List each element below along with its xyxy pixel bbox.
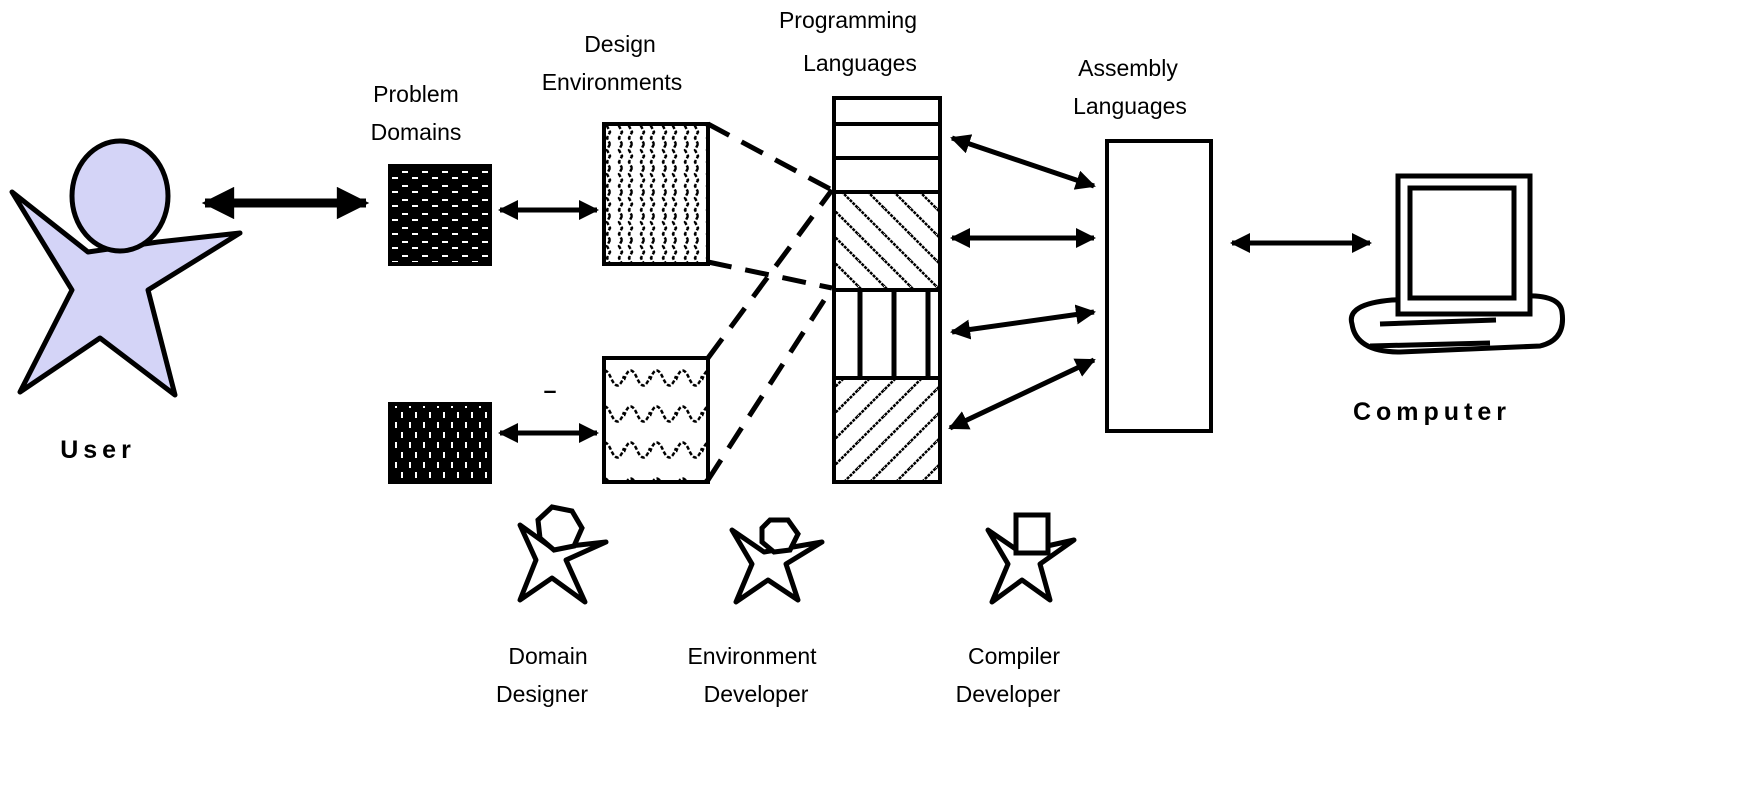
domain-designer-label-line1: Domain — [508, 643, 587, 669]
environment-developer-label-line2: Developer — [704, 681, 809, 707]
dash-mark: – — [544, 377, 557, 403]
programming-languages-label-line1: Programming — [779, 7, 917, 33]
compiler-developer-figure — [985, 512, 1077, 605]
design-environment-box-bottom — [602, 356, 710, 484]
language-slot-2 — [832, 122, 942, 160]
environment-language-connectors — [705, 121, 835, 482]
environment-developer-figure — [729, 517, 825, 605]
assembly-languages-box — [1105, 139, 1213, 433]
domain-designer-figure — [517, 504, 609, 605]
language-assembly-arrows — [948, 134, 1096, 431]
computer-icon — [1348, 173, 1566, 355]
assembly-languages-label-line1: Assembly — [1078, 55, 1178, 81]
language-slot-1 — [832, 96, 942, 126]
programming-languages-stack — [832, 96, 942, 484]
problem-domains-label-line2: Domains — [371, 119, 462, 145]
design-environments-label-line1: Design — [584, 31, 656, 57]
problem-domain-box-bottom — [388, 402, 492, 484]
domain-designer-label-line2: Designer — [496, 681, 588, 707]
user-figure — [9, 138, 243, 398]
design-environment-box-top — [602, 122, 710, 266]
user-label: User — [60, 436, 136, 464]
programming-languages-label-line2: Languages — [803, 50, 917, 76]
assembly-languages-label-line2: Languages — [1073, 93, 1187, 119]
language-slot-3 — [832, 156, 942, 194]
computer-screen — [1407, 185, 1517, 301]
language-slot-diagonal-back — [832, 190, 942, 292]
language-slot-diagonal-forward — [832, 376, 942, 484]
computer-label: Computer — [1353, 398, 1511, 426]
user-head — [69, 138, 171, 254]
environment-developer-label-line1: Environment — [687, 643, 817, 669]
design-environments-label-line2: Environments — [542, 69, 683, 95]
problem-domain-box-top — [388, 164, 492, 266]
language-slot-vertical — [832, 288, 942, 380]
compiler-developer-label-line1: Compiler — [968, 643, 1060, 669]
problem-domains-label-line1: Problem — [373, 81, 459, 107]
compiler-developer-label-line2: Developer — [956, 681, 1061, 707]
